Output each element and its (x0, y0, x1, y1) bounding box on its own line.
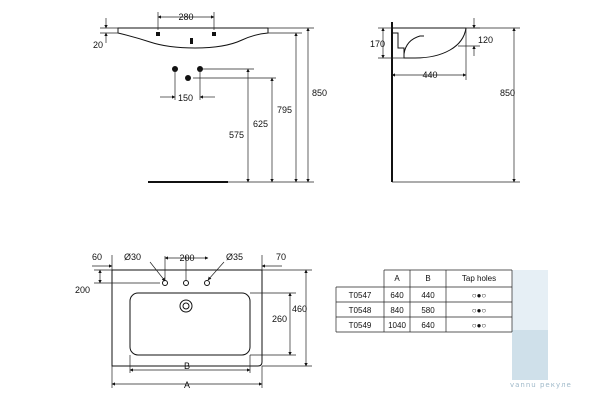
table-row-a: 1040 (388, 321, 406, 330)
dim-side-rim: 120 (478, 35, 493, 45)
table-row-a: 840 (390, 306, 404, 315)
table-row-a: 640 (390, 291, 404, 300)
dim-trap-height: 625 (253, 119, 268, 129)
table-header-a: A (394, 274, 400, 283)
dim-side-height: 850 (500, 88, 515, 98)
watermark-text: vannu рекуле (510, 381, 572, 389)
table-row-b: 440 (421, 291, 435, 300)
table-row-b: 580 (421, 306, 435, 315)
dim-basin-height: 795 (277, 105, 292, 115)
table-row-b: 640 (421, 321, 435, 330)
watermark: vannu рекуле (510, 270, 572, 389)
dim-projection: 440 (422, 70, 437, 80)
dim-rim-depth: 20 (93, 40, 103, 50)
dim-tap-spacing: 280 (178, 12, 193, 22)
table-row-code: T0548 (349, 306, 372, 315)
dim-trap-spacing: 150 (178, 93, 193, 103)
table-row-holes: ○●○ (472, 291, 487, 300)
table-row-holes: ○●○ (472, 306, 487, 315)
dim-plan-left: 60 (92, 252, 102, 262)
dim-width-a: A (184, 380, 190, 390)
dim-total-height: 850 (312, 88, 327, 98)
side-view: 170 120 440 850 (370, 18, 520, 183)
table-header-b: B (425, 274, 430, 283)
front-view: 280 20 150 575 625 795 850 (93, 12, 327, 183)
dim-tap-hole-dia: Ø30 (124, 252, 141, 262)
table-row-code: T0549 (349, 321, 372, 330)
dim-total-depth: 460 (292, 304, 307, 314)
dim-plan-tap-offset: 200 (75, 285, 90, 295)
dim-bowl-depth: 260 (272, 314, 287, 324)
plan-view: 60 Ø30 200 Ø35 70 200 260 460 B (75, 252, 312, 390)
table-header-tap-holes: Tap holes (462, 274, 496, 283)
dim-width-b: B (184, 361, 190, 371)
dim-waste-dia: Ø35 (226, 252, 243, 262)
table-row-code: T0547 (349, 291, 372, 300)
dim-side-depth: 170 (370, 39, 385, 49)
dim-plan-tap-spacing: 200 (179, 253, 194, 263)
dim-plan-right: 70 (276, 252, 286, 262)
model-table: A B Tap holes T0547 640 440 ○●○ T0548 84… (335, 269, 513, 333)
dim-waste-height: 575 (229, 130, 244, 140)
table-row-holes: ○●○ (472, 321, 487, 330)
